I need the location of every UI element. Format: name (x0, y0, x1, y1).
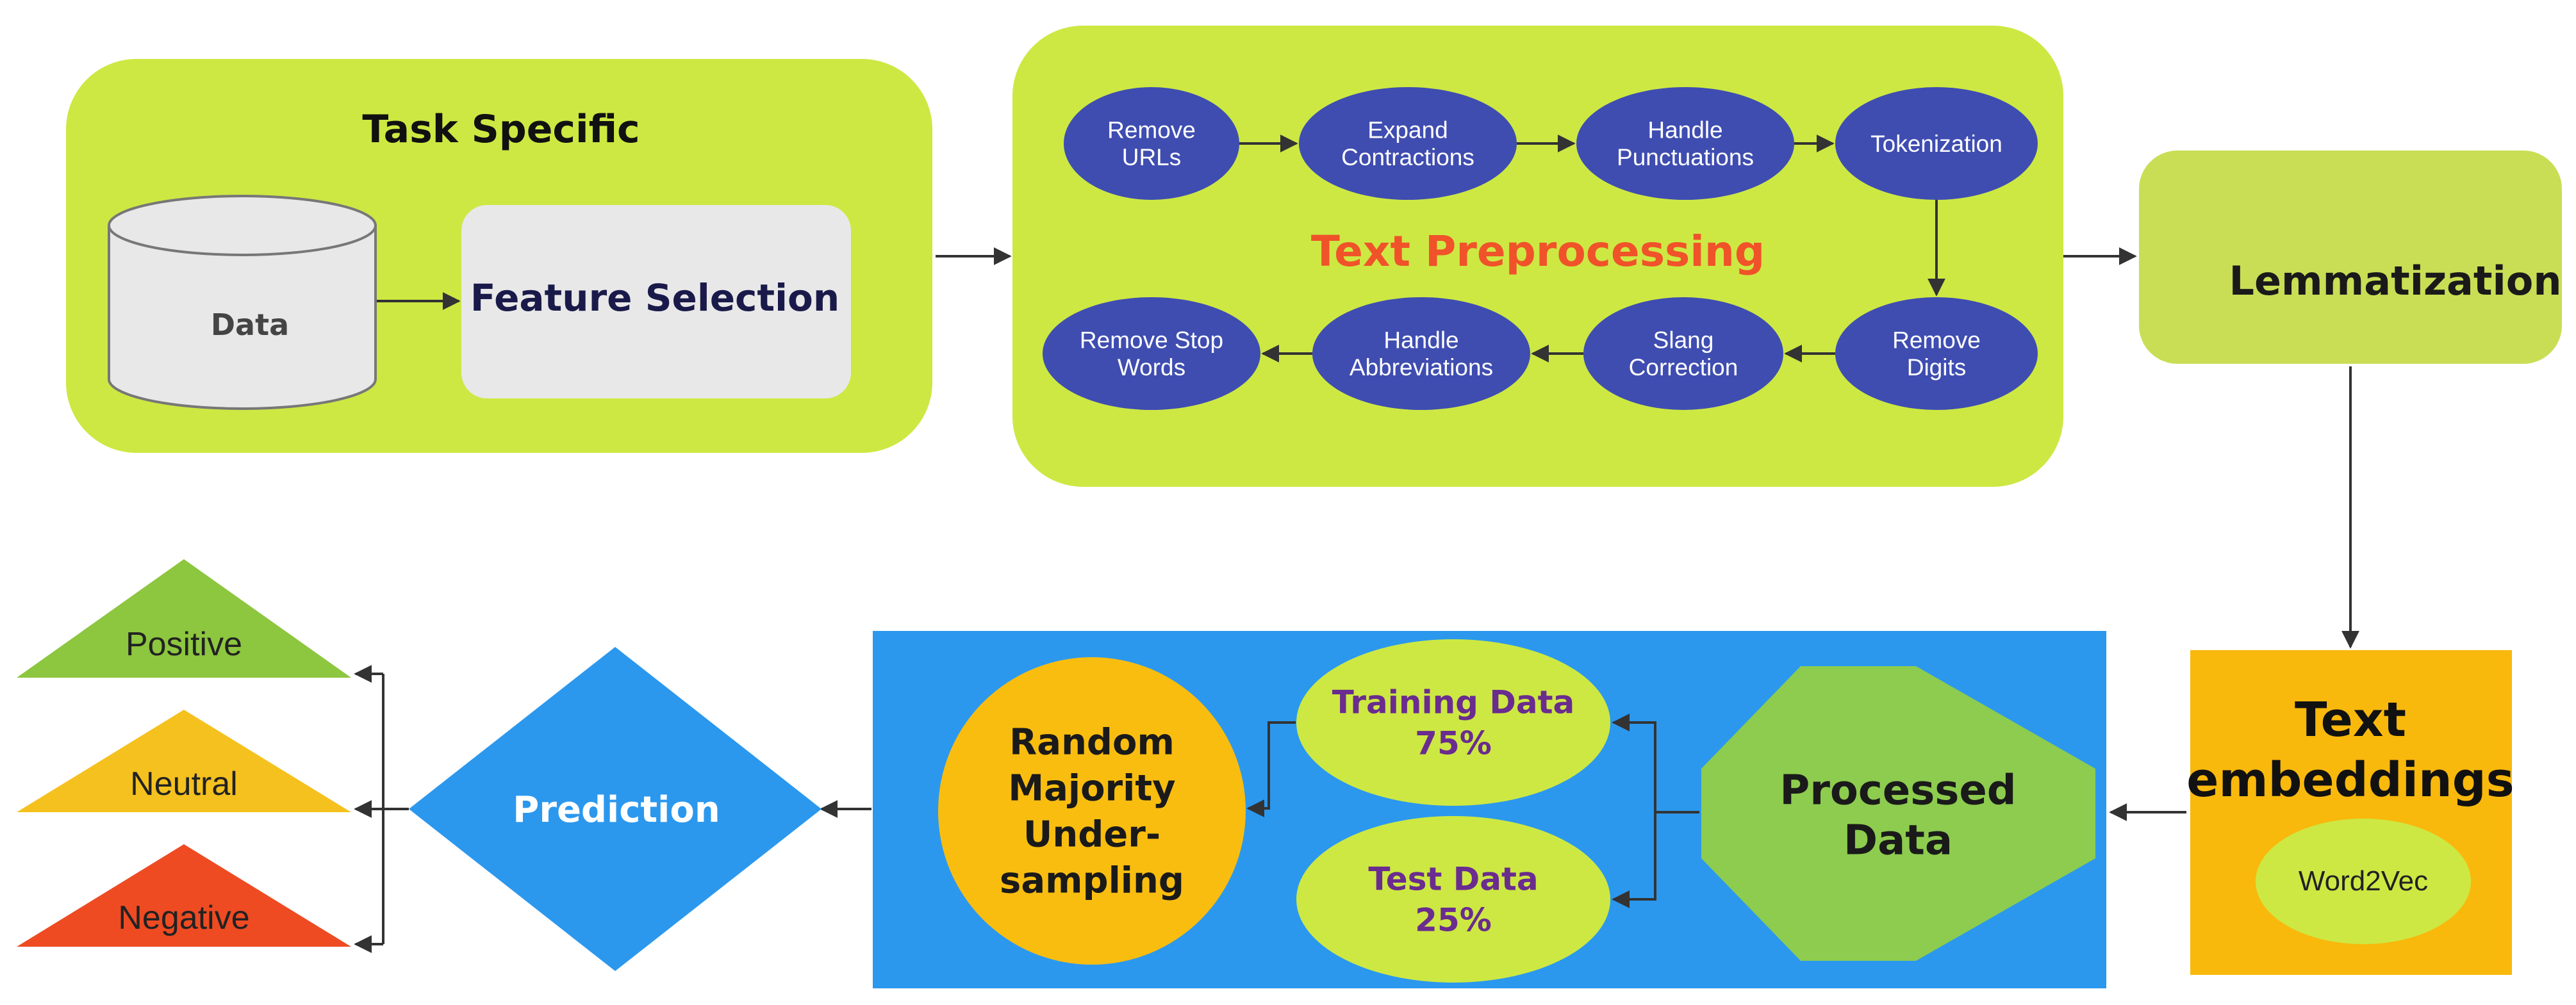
connector-processed-to-training (1612, 714, 1699, 813)
neutral-label: Neutral (130, 765, 238, 803)
connector-prediction-bracket (382, 674, 409, 944)
negative-label: Negative (118, 899, 249, 936)
task-specific-title: Task Specific (362, 107, 640, 152)
feature-selection-label: Feature Selection (470, 276, 839, 320)
text-line: Under- (1023, 814, 1160, 856)
text-line: 75% (1415, 725, 1492, 762)
text-line: Abbreviations (1350, 354, 1493, 380)
text-line: 25% (1415, 902, 1492, 939)
step-handle-punctuations (1576, 87, 1794, 200)
test-data-label: Test Data 25% (1368, 861, 1538, 939)
prediction-diamond (409, 647, 822, 971)
text-line: Slang (1653, 327, 1714, 354)
data-label: Data (211, 307, 289, 342)
text-line: Training Data (1332, 684, 1575, 721)
data-cylinder (108, 195, 377, 410)
text-line: Expand (1367, 117, 1448, 143)
text-line: Remove (1892, 327, 1981, 354)
word2vec-oval (2256, 819, 2471, 944)
connector-processed-to-test (1612, 812, 1656, 908)
text-line: Random (1009, 722, 1175, 764)
text-line: Data (1844, 817, 1953, 864)
text-line: sampling (1000, 860, 1184, 902)
prediction-label: Prediction (513, 789, 720, 831)
text-line: URLs (1122, 144, 1182, 170)
processed-data-octagon (1701, 666, 2095, 961)
text-line: Processed (1779, 767, 2016, 814)
text-line: Handle (1647, 117, 1722, 143)
lemmatization-label: Lemmatization (2229, 257, 2561, 304)
text-line: Remove Stop (1080, 327, 1223, 354)
text-line: Text (2295, 692, 2406, 748)
connector-training-to-sampling (1246, 721, 1296, 817)
step-slang-correction (1583, 297, 1783, 410)
step-handle-abbreviations (1312, 297, 1530, 410)
step-remove-digits (1835, 297, 2038, 410)
text-line: Tokenization (1870, 131, 2002, 157)
word2vec-label: Word2Vec (2299, 865, 2428, 897)
text-line: Digits (1907, 354, 1967, 380)
test-data-oval (1296, 816, 1610, 983)
training-data-oval (1296, 639, 1610, 806)
text-line: Punctuations (1617, 144, 1754, 170)
lemmatization-box (2139, 151, 2562, 364)
sampling-circle (938, 657, 1246, 965)
text-line: Correction (1629, 354, 1738, 380)
text-line: Remove (1107, 117, 1196, 143)
text-line: Contractions (1341, 144, 1474, 170)
step-remove-urls (1064, 87, 1239, 200)
step-tokenization (1835, 87, 2038, 200)
step-tokenization-label: Tokenization (1870, 131, 2002, 157)
text-line: embeddings (2186, 753, 2514, 808)
text-line: Test Data (1368, 861, 1538, 898)
text-line: Majority (1008, 768, 1175, 810)
text-line: Handle (1383, 327, 1458, 354)
training-data-label: Training Data 75% (1332, 684, 1575, 762)
step-expand-contractions (1299, 87, 1517, 200)
text-line: Words (1118, 354, 1185, 380)
positive-label: Positive (126, 626, 242, 663)
negative-triangle (17, 844, 351, 947)
neutral-triangle (17, 710, 351, 812)
positive-triangle (17, 559, 351, 678)
feature-selection-box (461, 205, 851, 398)
text-preprocessing-title: Text Preprocessing (1311, 227, 1765, 276)
step-remove-stop-words (1043, 297, 1260, 410)
text-preprocessing-box (1012, 26, 2063, 487)
